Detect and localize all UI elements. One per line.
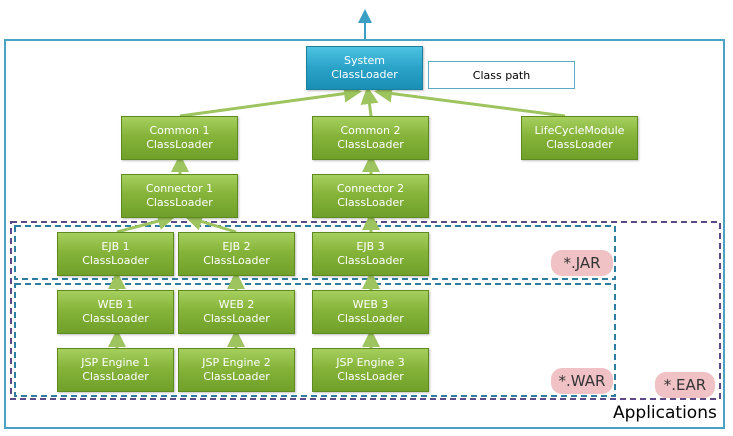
arrow-ejb1-connector1	[116, 212, 176, 234]
jar-tag-label: *.JAR	[563, 254, 601, 272]
web2-classloader-node: WEB 2 ClassLoader	[178, 290, 295, 334]
arrow-ejb2-connector1	[184, 212, 237, 234]
jar-tag: *.JAR	[551, 250, 613, 276]
common1-classloader-node: Common 1 ClassLoader	[121, 116, 238, 160]
common2-line1: Common 2	[340, 124, 401, 137]
ejb3-line2: ClassLoader	[337, 254, 404, 267]
web1-line2: ClassLoader	[82, 312, 149, 325]
connector2-classloader-node: Connector 2 ClassLoader	[312, 174, 429, 218]
arrow-common2-system	[360, 86, 379, 117]
jsp3-classloader-node: JSP Engine 3 ClassLoader	[312, 348, 429, 392]
ejb3-classloader-node: EJB 3 ClassLoader	[312, 232, 429, 276]
system-classloader-node: System ClassLoader	[306, 46, 423, 90]
ejb3-line1: EJB 3	[356, 240, 385, 253]
system-node-line2: ClassLoader	[331, 68, 398, 81]
war-tag-label: *.WAR	[558, 372, 606, 390]
war-boundary	[14, 283, 616, 397]
web1-classloader-node: WEB 1 ClassLoader	[57, 290, 174, 334]
jsp2-line1: JSP Engine 2	[202, 356, 271, 369]
ejb1-line1: EJB 1	[101, 240, 130, 253]
jsp2-line2: ClassLoader	[203, 370, 270, 383]
connector1-classloader-node: Connector 1 ClassLoader	[121, 174, 238, 218]
jsp2-classloader-node: JSP Engine 2 ClassLoader	[178, 348, 295, 392]
web3-classloader-node: WEB 3 ClassLoader	[312, 290, 429, 334]
ear-tag-label: *.EAR	[663, 376, 707, 394]
ejb1-classloader-node: EJB 1 ClassLoader	[57, 232, 174, 276]
common1-line2: ClassLoader	[146, 138, 213, 151]
ejb1-line2: ClassLoader	[82, 254, 149, 267]
ear-tag: *.EAR	[655, 372, 715, 398]
common1-line1: Common 1	[149, 124, 210, 137]
ejb2-line1: EJB 2	[222, 240, 251, 253]
web2-line2: ClassLoader	[203, 312, 270, 325]
class-path-box: Class path	[428, 61, 575, 89]
jsp1-line1: JSP Engine 1	[81, 356, 150, 369]
web1-line1: WEB 1	[97, 298, 134, 311]
lifecycle-classloader-node: LifeCycleModule ClassLoader	[521, 116, 638, 160]
common2-classloader-node: Common 2 ClassLoader	[312, 116, 429, 160]
common2-line2: ClassLoader	[337, 138, 404, 151]
jar-boundary	[14, 225, 616, 280]
jsp1-classloader-node: JSP Engine 1 ClassLoader	[57, 348, 174, 392]
ejb2-classloader-node: EJB 2 ClassLoader	[178, 232, 295, 276]
connector1-line2: ClassLoader	[146, 196, 213, 209]
web3-line1: WEB 3	[352, 298, 389, 311]
connector1-line1: Connector 1	[145, 182, 214, 195]
arrow-common1-system	[179, 84, 362, 118]
lifecycle-line2: ClassLoader	[546, 138, 613, 151]
connector2-line1: Connector 2	[336, 182, 405, 195]
system-node-line1: System	[343, 54, 386, 67]
connector2-line2: ClassLoader	[337, 196, 404, 209]
lifecycle-line1: LifeCycleModule	[534, 124, 625, 137]
jsp3-line1: JSP Engine 3	[336, 356, 405, 369]
jsp1-line2: ClassLoader	[82, 370, 149, 383]
applications-label: Applications	[613, 403, 717, 423]
class-path-label: Class path	[472, 68, 531, 82]
ejb2-line2: ClassLoader	[203, 254, 270, 267]
web3-line2: ClassLoader	[337, 312, 404, 325]
war-tag: *.WAR	[551, 368, 613, 394]
arrow-lifecycle-system	[374, 84, 566, 118]
web2-line1: WEB 2	[218, 298, 255, 311]
jsp3-line2: ClassLoader	[337, 370, 404, 383]
